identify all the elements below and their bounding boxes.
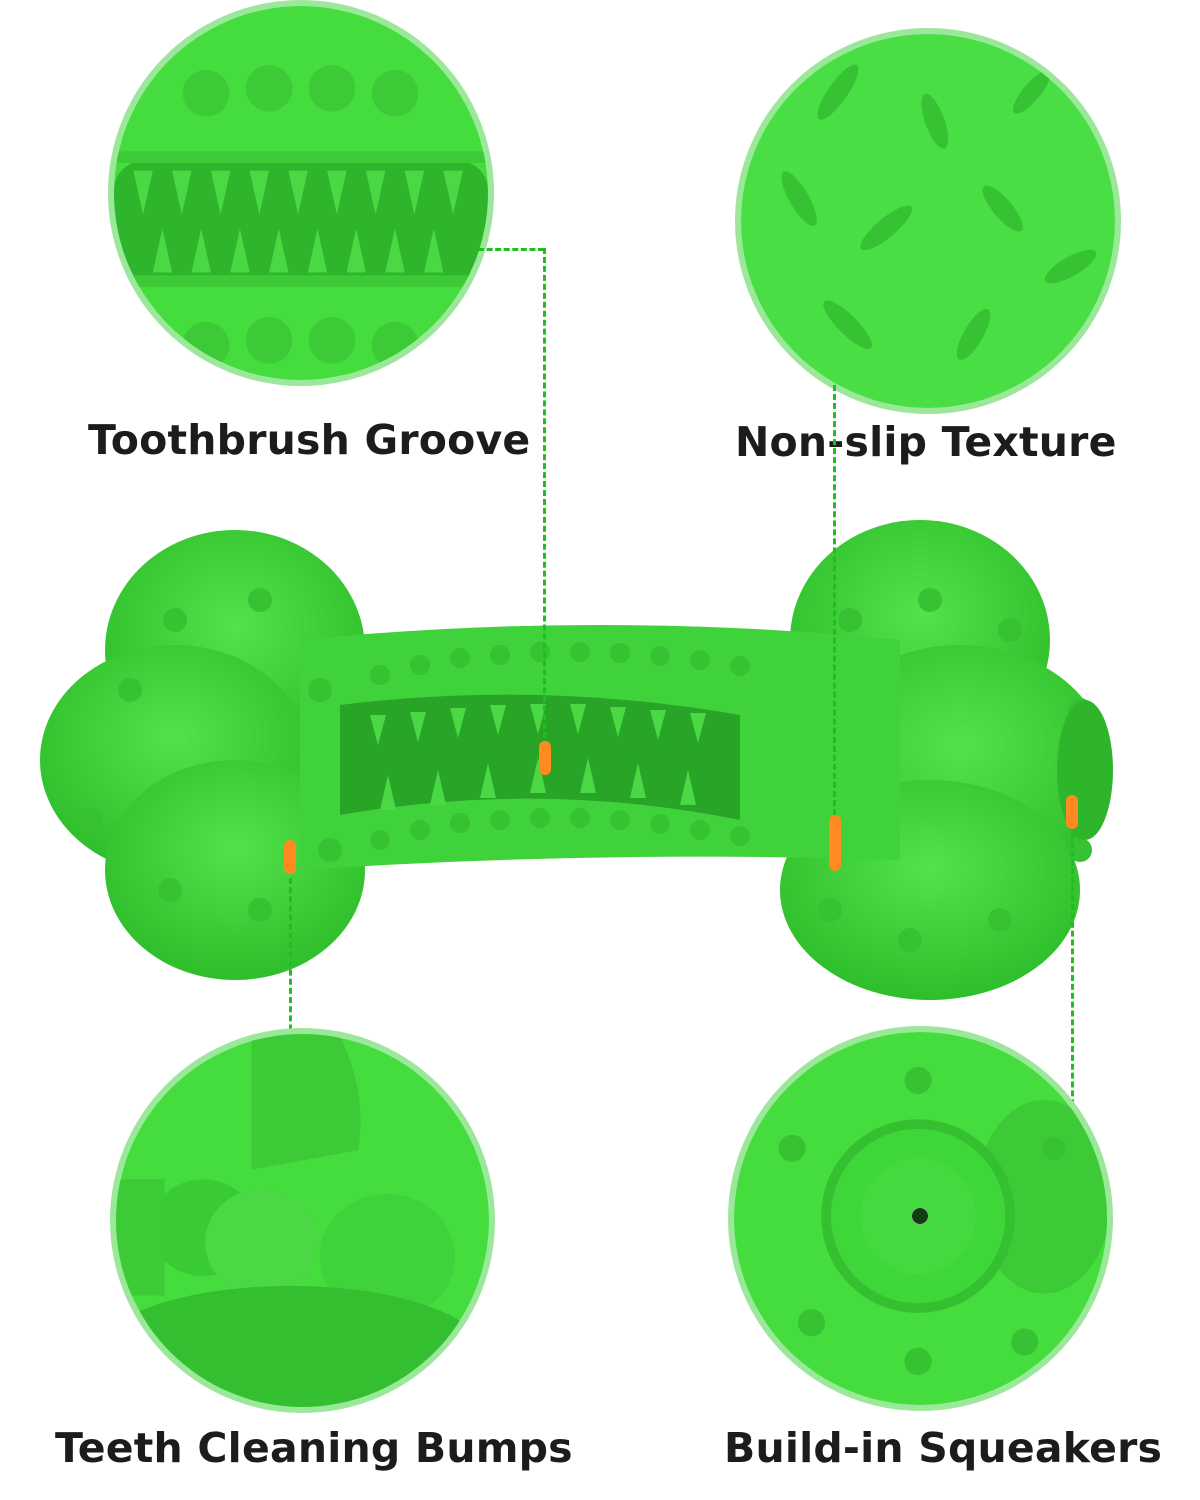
toothbrush-groove-closeup [114, 6, 488, 380]
non-slip-texture-closeup [741, 34, 1115, 408]
feature-label-build-in-squeakers: Build-in Squeakers [724, 1424, 1163, 1472]
callout-line-non-slip-texture [833, 385, 836, 815]
callout-line-teeth-cleaning-bumps [289, 878, 292, 1113]
detail-circle-non-slip-texture [735, 28, 1121, 414]
callout-line-toothbrush-groove-horizontal [478, 248, 544, 251]
callout-marker-non-slip-texture [829, 815, 841, 871]
callout-marker-toothbrush-groove [539, 741, 551, 775]
callout-marker-teeth-cleaning-bumps [284, 840, 296, 874]
squeaker-hole-icon [911, 1207, 929, 1225]
dog-chew-bone-toy [0, 490, 1200, 1020]
bone-illustration [40, 520, 1113, 1000]
detail-circle-teeth-cleaning-bumps [110, 1028, 495, 1413]
teeth-cleaning-bumps-closeup [116, 1034, 489, 1407]
callout-line-build-in-squeakers [1071, 833, 1074, 1123]
detail-circle-build-in-squeakers [728, 1026, 1113, 1411]
feature-label-toothbrush-groove: Toothbrush Groove [88, 416, 531, 464]
detail-circle-toothbrush-groove [108, 0, 494, 386]
callout-line-toothbrush-groove [543, 248, 546, 738]
feature-label-teeth-cleaning-bumps: Teeth Cleaning Bumps [55, 1424, 573, 1472]
feature-label-non-slip-texture: Non-slip Texture [735, 418, 1117, 466]
callout-marker-build-in-squeakers [1066, 795, 1078, 829]
